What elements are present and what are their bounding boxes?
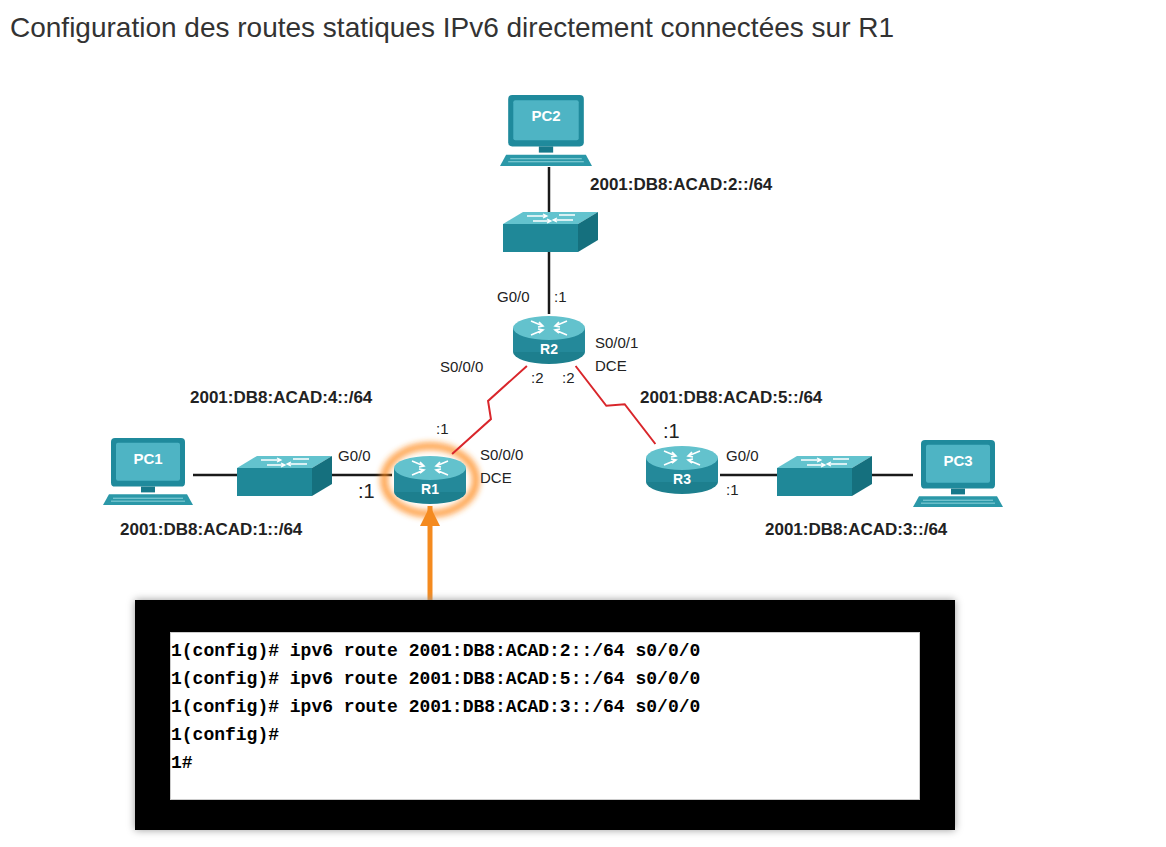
cli-line: 1(config)# ipv6 route 2001:DB8:ACAD:5::/… — [171, 665, 700, 693]
interface-label: G0/0 — [338, 447, 371, 465]
cli-line-row: 1# — [171, 749, 919, 777]
interface-label: :1 — [663, 421, 680, 441]
terminal-box: 1(config)# ipv6 route 2001:DB8:ACAD:2::/… — [135, 600, 955, 830]
selection-glow — [384, 446, 476, 514]
pc-icon: PC1 — [103, 438, 193, 506]
cli-line-row: 1(config)# ipv6 route 2001:DB8:ACAD:2::/… — [171, 637, 919, 665]
interface-label: S0/0/1 — [595, 334, 638, 352]
router-drawing — [644, 444, 720, 496]
interface-label: :1 — [726, 481, 739, 499]
network-address: 2001:DB8:ACAD:1::/64 — [120, 520, 302, 540]
interface-label: :1 — [358, 481, 375, 501]
router-drawing — [392, 454, 468, 506]
router-icon: R2 — [511, 314, 587, 366]
interface-label: :1 — [436, 420, 449, 438]
interface-label: G0/0 — [726, 447, 759, 465]
device-name: PC1 — [103, 450, 193, 468]
router-name: R2 — [511, 341, 587, 357]
router-name: R1 — [392, 481, 468, 497]
computer-drawing — [913, 440, 1003, 508]
interface-label: S0/0/0 — [480, 446, 523, 464]
router-icon: R3 — [644, 444, 720, 496]
switch-icon — [777, 456, 872, 496]
diagram-title: Configuration des routes statiques IPv6 … — [10, 12, 894, 44]
pc-icon: PC2 — [500, 95, 592, 167]
interface-label: :2 — [562, 369, 575, 387]
router-icon: R1 — [392, 454, 468, 506]
interface-label: G0/0 — [497, 288, 530, 306]
network-address: 2001:DB8:ACAD:2::/64 — [590, 175, 772, 195]
interface-label: DCE — [595, 357, 627, 375]
terminal-screen: 1(config)# ipv6 route 2001:DB8:ACAD:2::/… — [170, 632, 920, 800]
cli-line-row: 1(config)# ipv6 route 2001:DB8:ACAD:5::/… — [171, 665, 919, 693]
switch-icon — [237, 456, 332, 496]
interface-label: DCE — [480, 469, 512, 487]
cli-line: 1(config)# — [171, 721, 279, 749]
router-name: R3 — [644, 471, 720, 487]
computer-drawing — [500, 95, 592, 167]
interface-label: S0/0/0 — [440, 358, 483, 376]
device-name: PC2 — [500, 107, 592, 125]
cli-line-row: 1(config)# ipv6 route 2001:DB8:ACAD:3::/… — [171, 693, 919, 721]
cli-line-row: 1(config)# — [171, 721, 919, 749]
router-drawing — [511, 314, 587, 366]
interface-label: :2 — [531, 369, 544, 387]
network-address: 2001:DB8:ACAD:4::/64 — [190, 388, 372, 408]
pointer-arrow — [428, 506, 433, 600]
cli-line: 1(config)# ipv6 route 2001:DB8:ACAD:3::/… — [171, 693, 700, 721]
switch-icon — [503, 212, 598, 252]
network-address: 2001:DB8:ACAD:5::/64 — [640, 388, 822, 408]
device-name: PC3 — [913, 452, 1003, 470]
cli-line: 1(config)# ipv6 route 2001:DB8:ACAD:2::/… — [171, 637, 700, 665]
interface-label: :1 — [554, 288, 567, 306]
serial-link — [452, 366, 527, 454]
computer-drawing — [103, 438, 193, 506]
cli-line: 1# — [171, 749, 193, 777]
network-address: 2001:DB8:ACAD:3::/64 — [765, 520, 947, 540]
pc-icon: PC3 — [913, 440, 1003, 508]
